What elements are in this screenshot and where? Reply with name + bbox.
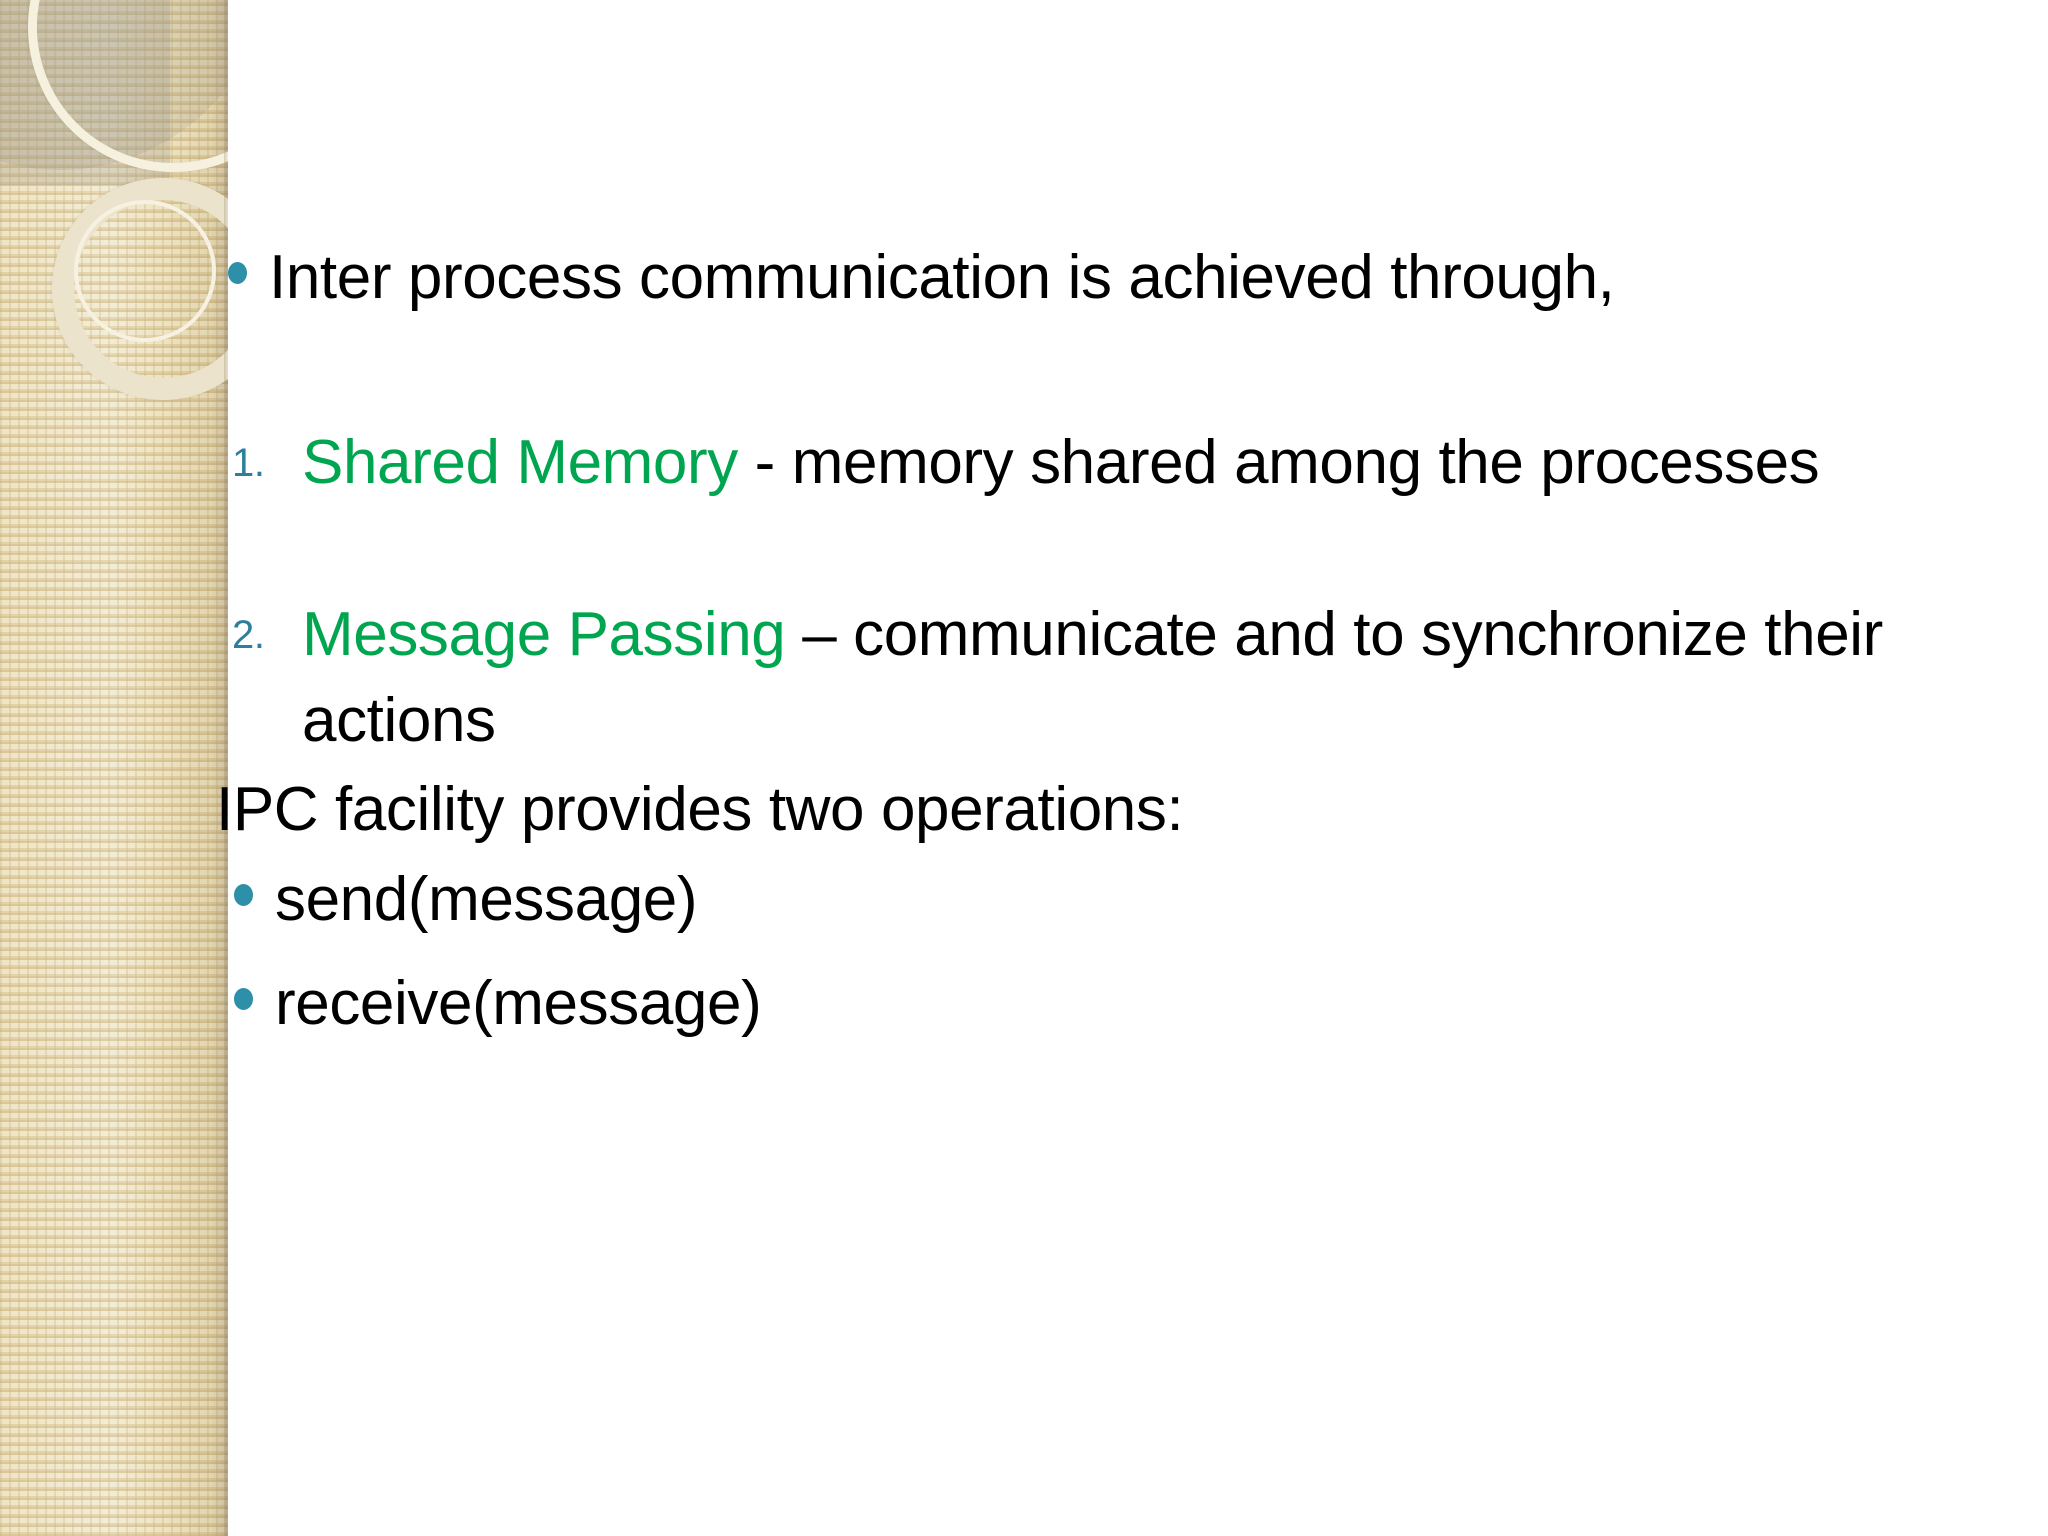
highlight-term-shared-memory: Shared Memory — [302, 428, 738, 497]
decorative-inner-ring-icon — [74, 200, 216, 342]
operation-item-receive: receive(message) — [234, 962, 2024, 1046]
bullet-dot-icon — [228, 262, 247, 284]
bullet-dot-icon — [234, 988, 253, 1010]
bullet-dot-icon — [234, 884, 253, 906]
ipc-facility-heading: IPC facility provides two operations: — [216, 775, 1184, 844]
sidebar-right-edge — [224, 0, 228, 1536]
highlight-term-message-passing: Message Passing — [302, 600, 786, 669]
numbered-list-item-1: 1. Shared Memory - memory shared among t… — [228, 420, 2018, 506]
numbered-item-2-rest: – communicate and to synchronize their a… — [302, 600, 1883, 755]
operation-item-send: send(message) — [234, 858, 2024, 942]
slide-content: Inter process communication is achieved … — [216, 0, 2048, 1536]
decorative-sidebar — [0, 0, 228, 1536]
numbered-item-1-rest: - memory shared among the processes — [737, 428, 1820, 497]
intro-bullet-item: Inter process communication is achieved … — [228, 236, 2018, 320]
operation-receive-text: receive(message) — [275, 969, 762, 1038]
list-number-1: 1. — [232, 441, 265, 485]
numbered-item-1-content: Shared Memory - memory shared among the … — [302, 420, 1820, 506]
list-number-2: 2. — [232, 613, 265, 657]
numbered-list-item-2: 2. Message Passing – communicate and to … — [228, 592, 2018, 764]
operation-send-text: send(message) — [275, 865, 698, 934]
intro-bullet-text: Inter process communication is achieved … — [269, 243, 1615, 312]
numbered-item-2-content: Message Passing – communicate and to syn… — [302, 592, 2018, 764]
